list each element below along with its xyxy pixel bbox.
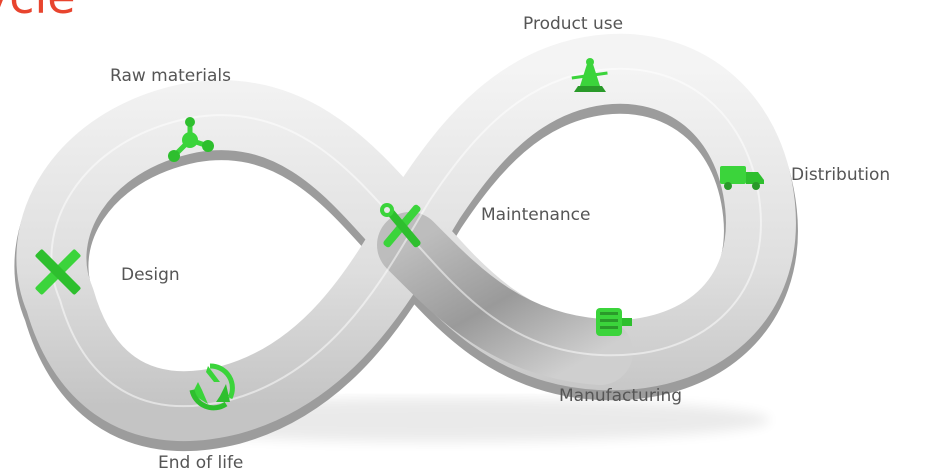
stage-label-distribution: Distribution <box>791 165 891 185</box>
stage-label-end-of-life: End of life <box>158 453 244 472</box>
stage-label-manufacturing: Manufacturing <box>559 386 683 406</box>
stage-label-design: Design <box>121 265 180 285</box>
page-title: ycle <box>0 0 76 20</box>
scale-icon <box>571 58 608 92</box>
wrench-screwdriver-icon <box>380 203 421 248</box>
band-twist-shade <box>377 212 633 385</box>
motor-icon <box>596 308 632 336</box>
band-inner-edge <box>50 67 762 408</box>
molecule-icon <box>168 117 214 162</box>
recycle-icon <box>189 363 235 411</box>
stage-label-raw-materials: Raw materials <box>110 66 231 86</box>
stage-label-maintenance: Maintenance <box>481 205 591 225</box>
truck-icon <box>720 166 764 190</box>
ruler-pencil-icon <box>35 249 81 295</box>
stage-label-product-use: Product use <box>523 14 624 34</box>
